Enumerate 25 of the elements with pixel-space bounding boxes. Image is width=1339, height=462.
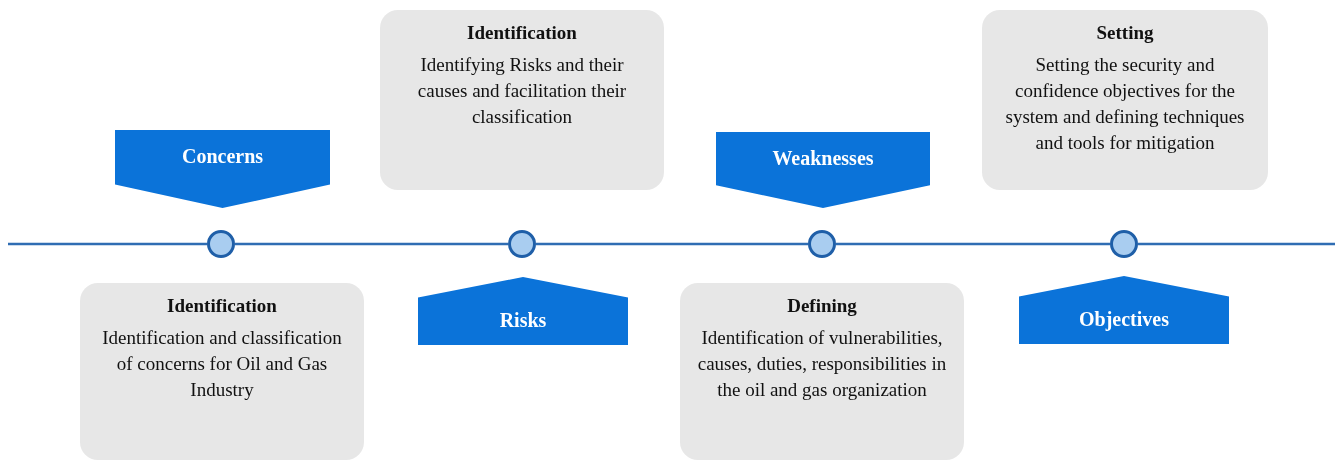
- timeline-line: [235, 242, 508, 246]
- timeline-circle: [508, 230, 536, 258]
- timeline-line: [1138, 242, 1335, 246]
- card-text: Identification of vulnerabilities, causes, duties, responsibilities in the oil and gas organization: [696, 326, 948, 402]
- stage-label: Weaknesses: [771, 146, 875, 170]
- timeline-circle: [1110, 230, 1138, 258]
- timeline-line: [836, 242, 1110, 246]
- description-card: [982, 10, 1268, 190]
- card-text: Identifying Risks and their causes and facilitation their classification: [416, 53, 628, 129]
- description-card: [680, 283, 964, 460]
- card-heading: Setting: [1095, 21, 1155, 45]
- stage-label: Risks: [498, 309, 548, 333]
- stage-label: Concerns: [180, 145, 265, 169]
- timeline-line: [536, 242, 808, 246]
- stage-label: Objectives: [1078, 308, 1170, 332]
- card-heading: Defining: [786, 294, 858, 318]
- card-heading: Identification: [466, 21, 578, 45]
- description-card: [380, 10, 664, 190]
- timeline-line: [8, 242, 207, 246]
- description-card: [80, 283, 364, 460]
- timeline-circle: [207, 230, 235, 258]
- card-text: Setting the security and confidence objectives for the system and defining techniques and tools for mitigation: [1004, 53, 1246, 155]
- timeline-circle: [808, 230, 836, 258]
- card-text: Identification and classification of concerns for Oil and Gas Industry: [101, 326, 343, 402]
- card-heading: Identification: [166, 294, 278, 318]
